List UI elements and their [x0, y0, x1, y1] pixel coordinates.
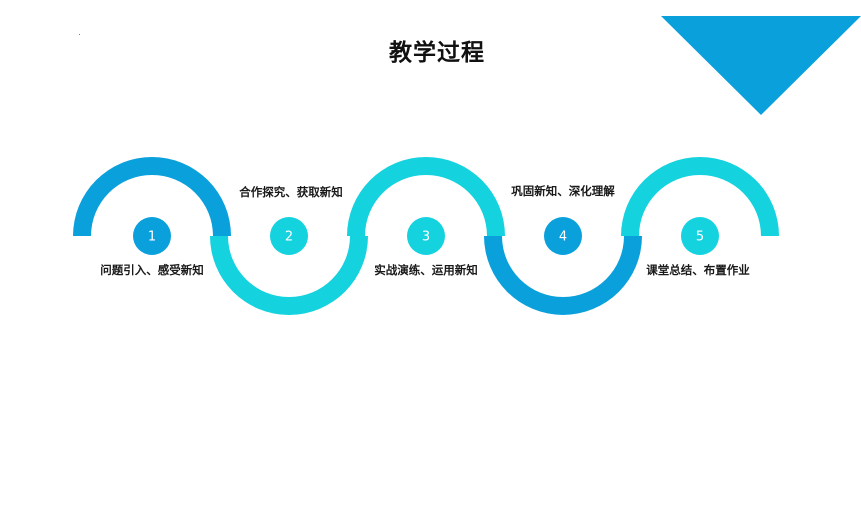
step-arc-5 [621, 157, 779, 236]
step-number-3: 3 [422, 230, 430, 245]
step-node-2 [270, 217, 308, 255]
page-title: 教学过程 [389, 40, 485, 66]
step-number-5: 5 [696, 230, 704, 245]
step-node-1 [133, 217, 171, 255]
step-nodes: 1 2 3 4 5 [133, 217, 719, 255]
step-label-1: 问题引入、感受新知 [100, 263, 204, 277]
step-arc-4 [484, 236, 642, 315]
step-node-3 [407, 217, 445, 255]
step-arc-2 [210, 236, 368, 315]
step-arc-3 [347, 157, 505, 236]
step-node-5 [681, 217, 719, 255]
wave-arcs [73, 157, 779, 315]
step-label-5: 课堂总结、布置作业 [646, 263, 750, 277]
speck [79, 34, 80, 35]
corner-triangle-shape [661, 16, 861, 115]
step-label-2: 合作探究、获取新知 [239, 185, 343, 199]
step-arc-1 [73, 157, 231, 236]
step-number-4: 4 [559, 230, 567, 245]
step-node-4 [544, 217, 582, 255]
step-label-3: 实战演练、运用新知 [374, 263, 478, 277]
step-number-2: 2 [285, 230, 293, 245]
step-label-4: 巩固新知、深化理解 [511, 184, 615, 198]
step-number-1: 1 [148, 230, 156, 245]
